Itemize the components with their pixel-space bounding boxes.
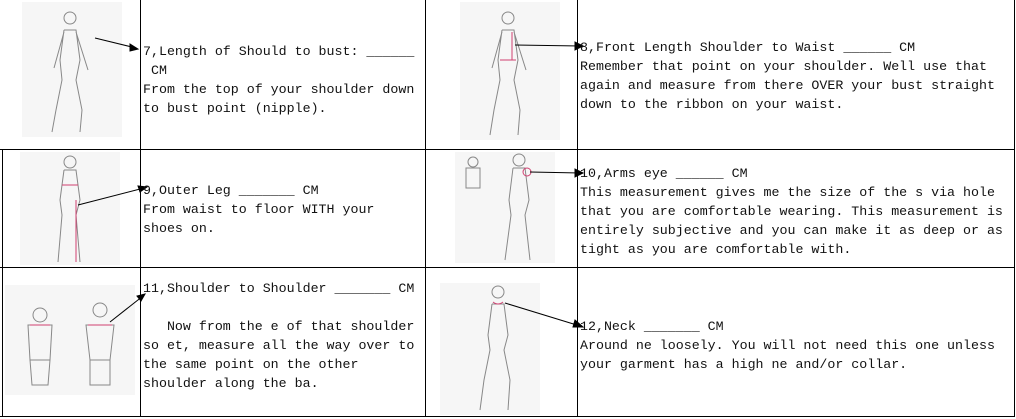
- item-title: 9,Outer Leg _______ CM: [143, 183, 319, 198]
- figure-sketch-8: [460, 2, 560, 140]
- item-title: 8,Front Length Shoulder to Waist ______ …: [580, 40, 916, 55]
- item-description: From waist to floor WITH your shoes on.: [143, 202, 375, 236]
- item-7: 7,Length of Should to bust: ______ CM Fro…: [143, 42, 425, 118]
- item-description: Around ne loosely. You will not need thi…: [580, 338, 995, 372]
- item-12: 12,Neck _______ CM Around ne loosely. You…: [580, 317, 1014, 374]
- grid-line: [1014, 0, 1015, 417]
- item-9: 9,Outer Leg _______ CM From waist to floo…: [143, 181, 425, 238]
- item-description: Now from the e of that shoulder so et, m…: [143, 319, 415, 391]
- item-8: 8,Front Length Shoulder to Waist ______ …: [580, 38, 1014, 114]
- figure-sketch-10: [455, 152, 555, 263]
- item-description: From the top of your shoulder down to bu…: [143, 82, 415, 116]
- grid-line: [0, 267, 1015, 268]
- item-11: 11,Shoulder to Shoulder _______ CM Now f…: [143, 279, 425, 393]
- grid-line: [425, 0, 426, 417]
- grid-line: [2, 150, 3, 417]
- figure-sketch-11: [5, 285, 135, 395]
- item-title: 7,Length of Should to bust: ______ CM: [143, 44, 415, 78]
- figure-sketch-7: [22, 2, 122, 137]
- figure-sketch-12: [440, 283, 540, 415]
- grid-line: [0, 416, 1015, 417]
- item-title: 12,Neck _______ CM: [580, 319, 724, 334]
- item-10: 10,Arms eye ______ CM This measurement gi…: [580, 164, 1014, 259]
- item-title: 11,Shoulder to Shoulder _______ CM: [143, 281, 415, 296]
- grid-line: [140, 0, 141, 417]
- item-title: 10,Arms eye ______ CM: [580, 166, 748, 181]
- grid-line: [0, 149, 1015, 150]
- grid-line: [577, 0, 578, 417]
- figure-sketch-9: [20, 152, 120, 265]
- item-description: Remember that point on your shoulder. We…: [580, 59, 995, 112]
- item-description: This measurement gives me the size of th…: [580, 185, 1003, 257]
- pointer-arrows: [77, 37, 585, 328]
